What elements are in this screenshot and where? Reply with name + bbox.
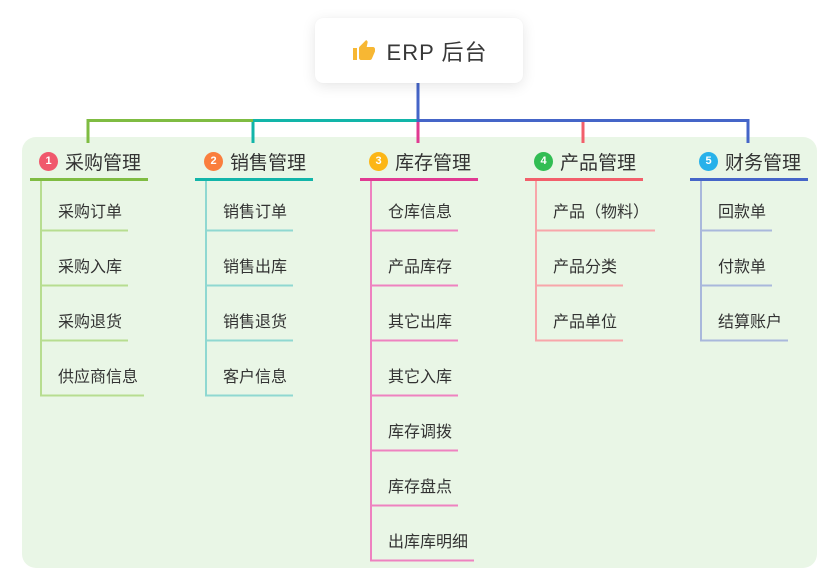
branch-badge-1: 1 <box>39 151 58 171</box>
branch-label: 库存管理 <box>395 152 472 174</box>
branch-3-item-5[interactable]: 库存调拨 <box>388 424 453 441</box>
branch-header-3[interactable]: 3 库存管理 <box>369 150 472 174</box>
branch-label: 产品管理 <box>560 152 637 174</box>
branch-label: 财务管理 <box>725 152 802 174</box>
branch-5-item-3[interactable]: 结算账户 <box>718 314 783 331</box>
root-title: ERP 后台 <box>386 39 488 65</box>
branch-label: 销售管理 <box>230 152 307 174</box>
branch-5-item-1[interactable]: 回款单 <box>718 204 767 221</box>
branch-2-item-3[interactable]: 销售退货 <box>223 314 288 331</box>
branch-4-item-1[interactable]: 产品（物料） <box>553 204 650 221</box>
branch-1-item-1[interactable]: 采购订单 <box>58 204 123 221</box>
branches-panel <box>22 137 817 568</box>
thumbs-up-icon <box>351 38 377 64</box>
branch-badge-3: 3 <box>369 151 388 171</box>
branch-3-item-2[interactable]: 产品库存 <box>388 259 453 276</box>
branch-1-item-4[interactable]: 供应商信息 <box>58 369 139 386</box>
branch-header-1[interactable]: 1 采购管理 <box>39 150 142 174</box>
branch-3-item-6[interactable]: 库存盘点 <box>388 479 453 496</box>
branch-badge-4: 4 <box>534 151 553 171</box>
branch-3-item-1[interactable]: 仓库信息 <box>388 204 453 221</box>
branch-2-item-2[interactable]: 销售出库 <box>223 259 288 276</box>
branch-1-item-3[interactable]: 采购退货 <box>58 314 123 331</box>
branch-4-item-3[interactable]: 产品单位 <box>553 314 618 331</box>
branch-header-5[interactable]: 5 财务管理 <box>699 150 802 174</box>
branch-badge-2: 2 <box>204 151 223 171</box>
branch-2-item-1[interactable]: 销售订单 <box>223 204 288 221</box>
branch-badge-5: 5 <box>699 151 718 171</box>
branch-header-4[interactable]: 4 产品管理 <box>534 150 637 174</box>
branch-3-item-7[interactable]: 出库库明细 <box>388 534 469 551</box>
root-node[interactable]: ERP 后台 <box>315 18 523 83</box>
branch-header-2[interactable]: 2 销售管理 <box>204 150 307 174</box>
branch-label: 采购管理 <box>65 152 142 174</box>
branch-2-item-4[interactable]: 客户信息 <box>223 369 288 386</box>
branch-4-item-2[interactable]: 产品分类 <box>553 259 618 276</box>
branch-5-item-2[interactable]: 付款单 <box>718 259 767 276</box>
branch-1-item-2[interactable]: 采购入库 <box>58 259 123 276</box>
branch-3-item-4[interactable]: 其它入库 <box>388 369 453 386</box>
branch-3-item-3[interactable]: 其它出库 <box>388 314 453 331</box>
